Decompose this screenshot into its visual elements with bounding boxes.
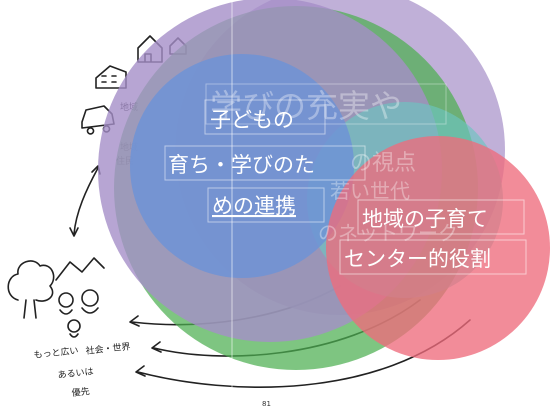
mountain-icon	[55, 257, 105, 281]
label-box	[207, 187, 325, 223]
pink-circle	[326, 136, 550, 360]
bottom-note: 社会・世界	[85, 340, 131, 357]
double-arrow	[69, 165, 101, 237]
tree-icon	[7, 260, 55, 319]
faint-titles: 学びの充実や の視点 若い世代 のネットワーク	[205, 83, 458, 245]
bottom-note: 優先	[71, 385, 90, 399]
blue-label-line1: 子どもの	[210, 108, 294, 132]
pink-label: 地域の子育て センター的役割	[339, 199, 527, 275]
blue-label: 子どもの 育ち・学びのた めの連携	[164, 99, 366, 223]
mid-title: 若い世代	[330, 179, 410, 203]
label-box	[164, 145, 366, 181]
face-icon	[58, 292, 74, 308]
title-box	[205, 83, 447, 125]
face-icon	[67, 319, 81, 333]
label-box	[204, 99, 326, 135]
big-title: 学びの充実や	[210, 87, 402, 125]
mid-title: のネットワーク	[318, 221, 458, 245]
blue-label-line2: 育ち・学びのた	[168, 153, 315, 177]
blue-label-line3: めの連携	[212, 194, 296, 218]
pink-label-line1: 地域の子育て	[362, 207, 488, 231]
label-box	[357, 199, 525, 235]
pink-label-line2: センター的役割	[344, 247, 491, 271]
face-icon	[81, 289, 99, 307]
mid-title: の視点	[350, 151, 416, 176]
venn-circles	[98, 0, 550, 370]
page-number: 81	[262, 400, 271, 408]
body-sketch	[59, 307, 99, 338]
bottom-note: もっと広い	[33, 344, 79, 361]
label-box	[339, 239, 527, 275]
bottom-note: あるいは	[57, 366, 94, 381]
